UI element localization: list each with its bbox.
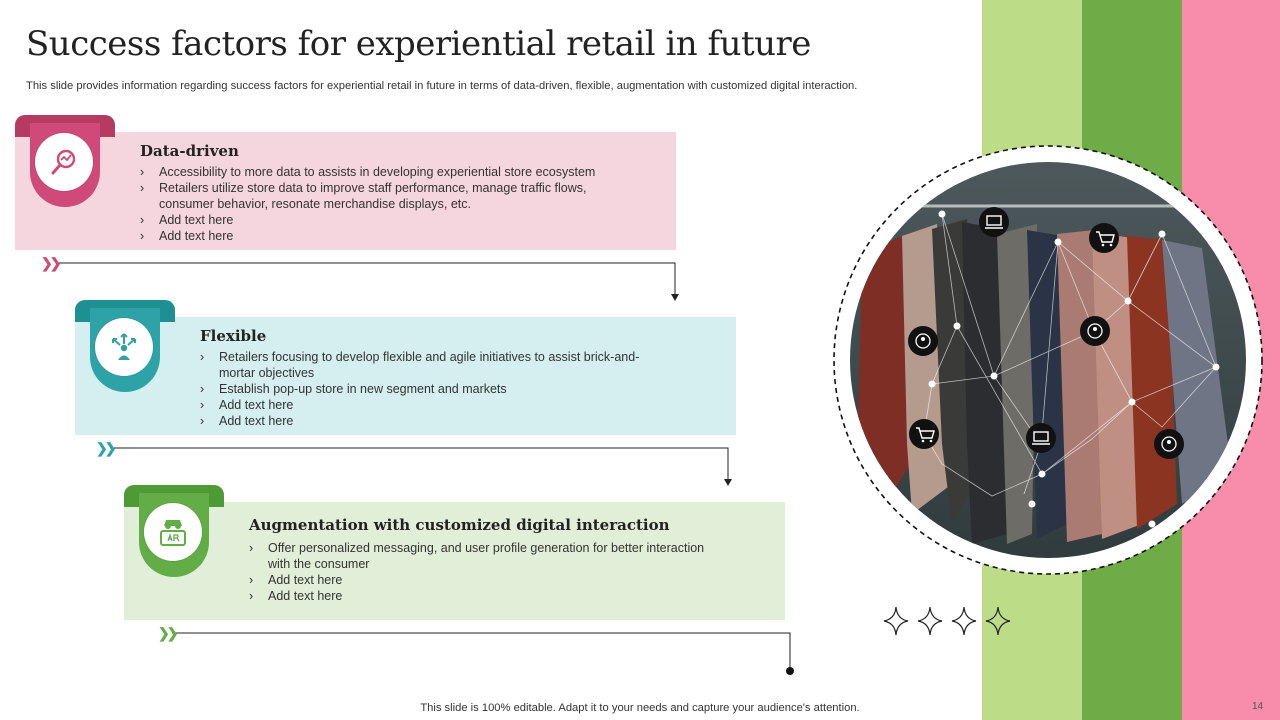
bullet-item: Retailers focusing to develop flexible a… bbox=[200, 349, 645, 381]
sparkle-stars-icon bbox=[883, 606, 1011, 636]
factor-bullets: Retailers focusing to develop flexible a… bbox=[200, 349, 645, 429]
chevron-double-icon: ❯❯ bbox=[158, 625, 179, 641]
footer-note: This slide is 100% editable. Adapt it to… bbox=[420, 702, 860, 714]
bullet-item: Add text here bbox=[249, 572, 729, 588]
bullet-item: Add text here bbox=[140, 212, 630, 228]
ar-headset-icon bbox=[144, 503, 202, 561]
bullet-item: Add text here bbox=[200, 397, 645, 413]
bullet-item: Add text here bbox=[249, 588, 729, 604]
factor-heading: Augmentation with customized digital int… bbox=[249, 516, 670, 534]
slide-subtitle: This slide provides information regardin… bbox=[26, 80, 858, 92]
factor-bullets: Offer personalized messaging, and user p… bbox=[249, 540, 729, 604]
bullet-item: Accessibility to more data to assists in… bbox=[140, 164, 630, 180]
data-analytics-icon bbox=[35, 133, 93, 191]
bullet-item: Establish pop-up store in new segment an… bbox=[200, 381, 645, 397]
connector-line-2 bbox=[110, 447, 729, 482]
slide-title: Success factors for experiential retail … bbox=[26, 24, 811, 64]
connector-line-3 bbox=[172, 632, 791, 670]
factor-card-flexible: Flexible Retailers focusing to develop f… bbox=[75, 317, 736, 435]
bullet-item: Retailers utilize store data to improve … bbox=[140, 180, 630, 212]
factor-heading: Flexible bbox=[200, 327, 267, 345]
factor-bullets: Accessibility to more data to assists in… bbox=[140, 164, 630, 244]
person-arrows-icon bbox=[95, 318, 153, 376]
connector-arrow-1 bbox=[671, 294, 679, 301]
factor-card-data-driven: Data-driven Accessibility to more data t… bbox=[15, 132, 676, 250]
connector-end-dot bbox=[786, 667, 794, 675]
chevron-double-icon: ❯❯ bbox=[41, 255, 62, 271]
bullet-item: Offer personalized messaging, and user p… bbox=[249, 540, 729, 572]
page-number: 14 bbox=[1252, 701, 1264, 712]
connector-arrow-2 bbox=[724, 479, 732, 486]
chevron-double-icon: ❯❯ bbox=[96, 440, 117, 456]
factor-card-augmentation: Augmentation with customized digital int… bbox=[124, 502, 785, 620]
retail-clothing-image bbox=[832, 144, 1264, 576]
bullet-item: Add text here bbox=[200, 413, 645, 429]
bullet-item: Add text here bbox=[140, 228, 630, 244]
factor-heading: Data-driven bbox=[140, 142, 239, 160]
connector-line-1 bbox=[56, 262, 676, 297]
